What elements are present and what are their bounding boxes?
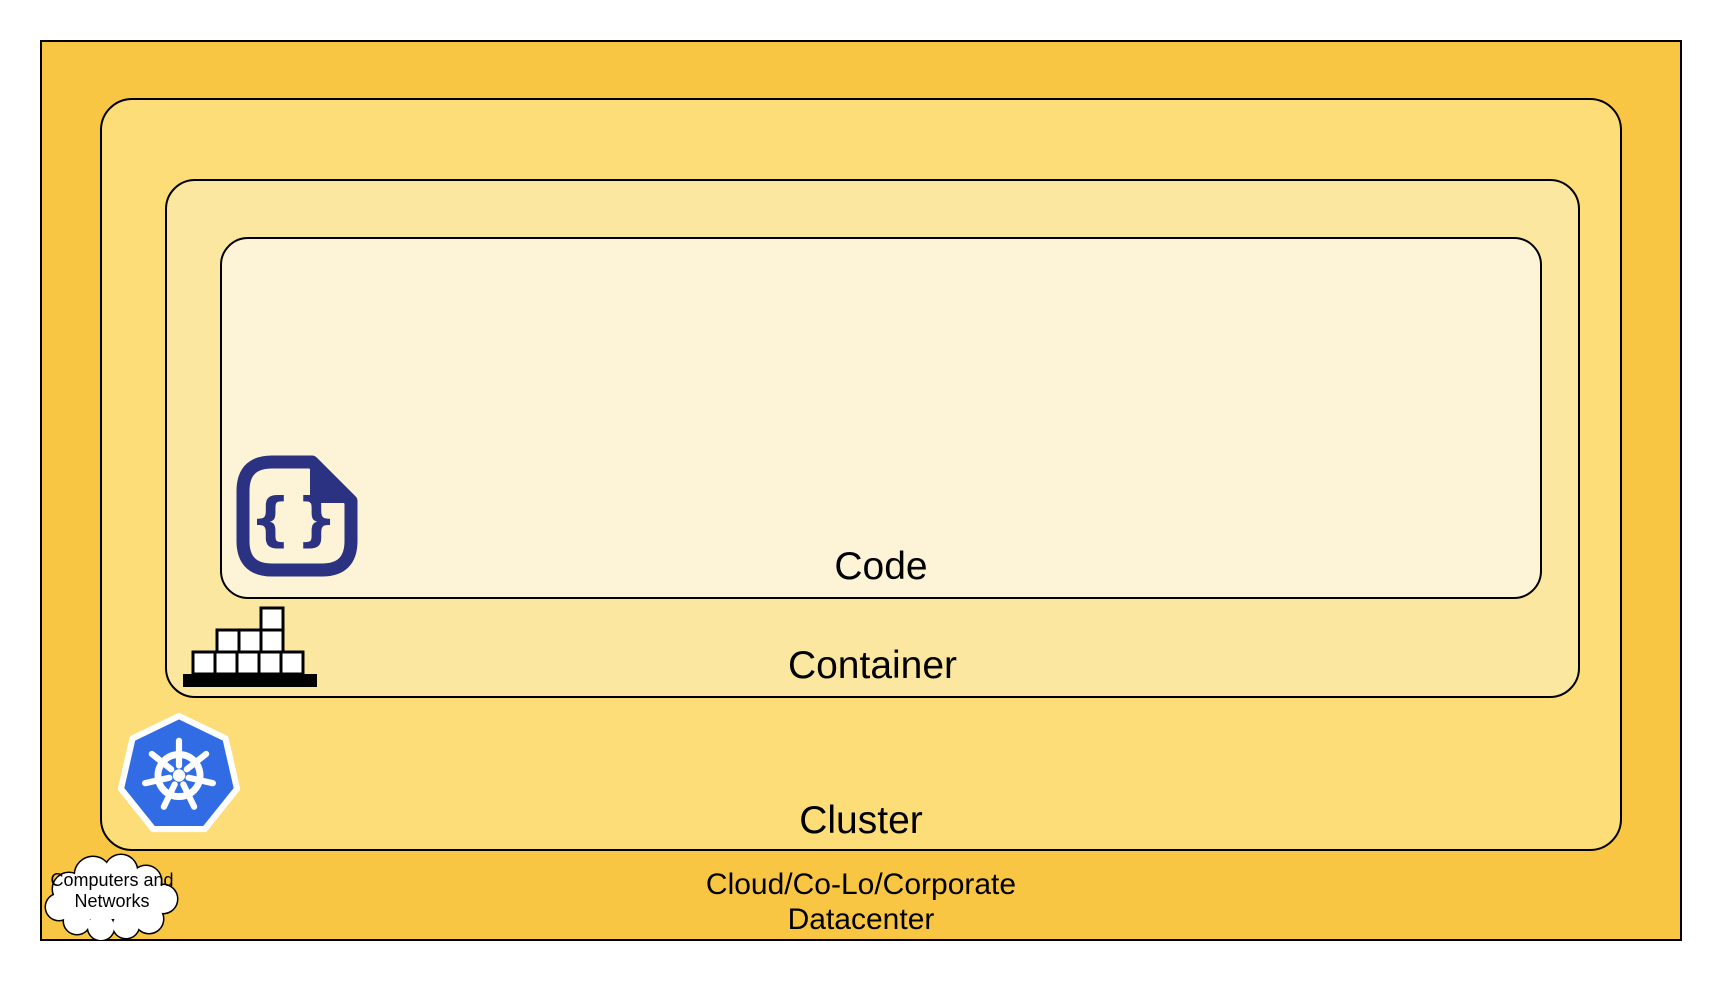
document-outline — [236, 455, 358, 577]
computers-networks-callout: Computers and Networks — [41, 851, 183, 941]
container-stack-icon — [183, 606, 317, 687]
code-file-icon: {} — [236, 455, 358, 577]
kubernetes-icon — [117, 712, 241, 833]
folded-corner — [310, 458, 355, 503]
stack-boxes — [191, 606, 305, 676]
container-label: Container — [787, 644, 958, 687]
ship-wheel — [142, 737, 216, 810]
cloud-icon — [44, 853, 179, 941]
cluster-label: Cluster — [799, 799, 923, 842]
cloud-callout-label: Computers and Networks — [50, 870, 174, 911]
datacenter-label: Cloud/Co-Lo/Corporate Datacenter — [705, 868, 1017, 936]
code-layer: Code — [220, 237, 1542, 599]
stack-base-bar — [183, 674, 317, 687]
code-label: Code — [834, 545, 928, 588]
braces-glyph: {} — [250, 485, 343, 553]
